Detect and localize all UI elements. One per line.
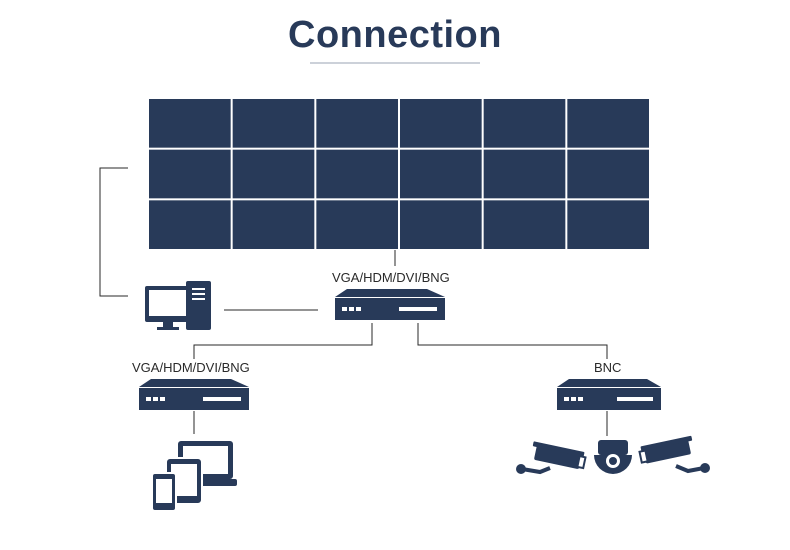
wall-panel	[567, 200, 649, 249]
wall-panel	[316, 200, 398, 249]
wall-panel	[483, 99, 566, 148]
wall-to-computer-line	[99, 167, 128, 297]
wall-panel	[149, 149, 231, 199]
wall-panel	[567, 99, 649, 148]
tablet-phone-monitor-icon	[151, 441, 237, 512]
wall-panel	[149, 99, 231, 148]
connection-lines	[99, 167, 608, 436]
controller-to-right-line	[417, 323, 608, 359]
main-controller-label: VGA/HDM/DVI/BNG	[332, 270, 450, 285]
wall-panel	[316, 149, 398, 199]
cctv-cameras-icon	[516, 435, 710, 475]
page-title: Connection	[288, 14, 502, 56]
wall-panel	[483, 149, 566, 199]
video-wall	[149, 99, 649, 249]
wall-panel	[316, 99, 398, 148]
right-controller	[557, 379, 661, 410]
wall-panel	[400, 99, 482, 148]
wall-panel	[232, 149, 315, 199]
wall-panel	[232, 200, 315, 249]
wall-panel	[400, 149, 482, 199]
wall-panel	[232, 99, 315, 148]
right-controller-label: BNC	[594, 360, 622, 375]
main-controller	[335, 289, 445, 320]
wall-panel	[400, 200, 482, 249]
left-controller-label: VGA/HDM/DVI/BNG	[132, 360, 250, 375]
controller-to-left-line	[193, 323, 373, 359]
wall-panel	[149, 200, 231, 249]
left-controller	[139, 379, 249, 410]
wall-panel	[567, 149, 649, 199]
desktop-computer-icon	[145, 281, 211, 330]
wall-panel	[483, 200, 566, 249]
